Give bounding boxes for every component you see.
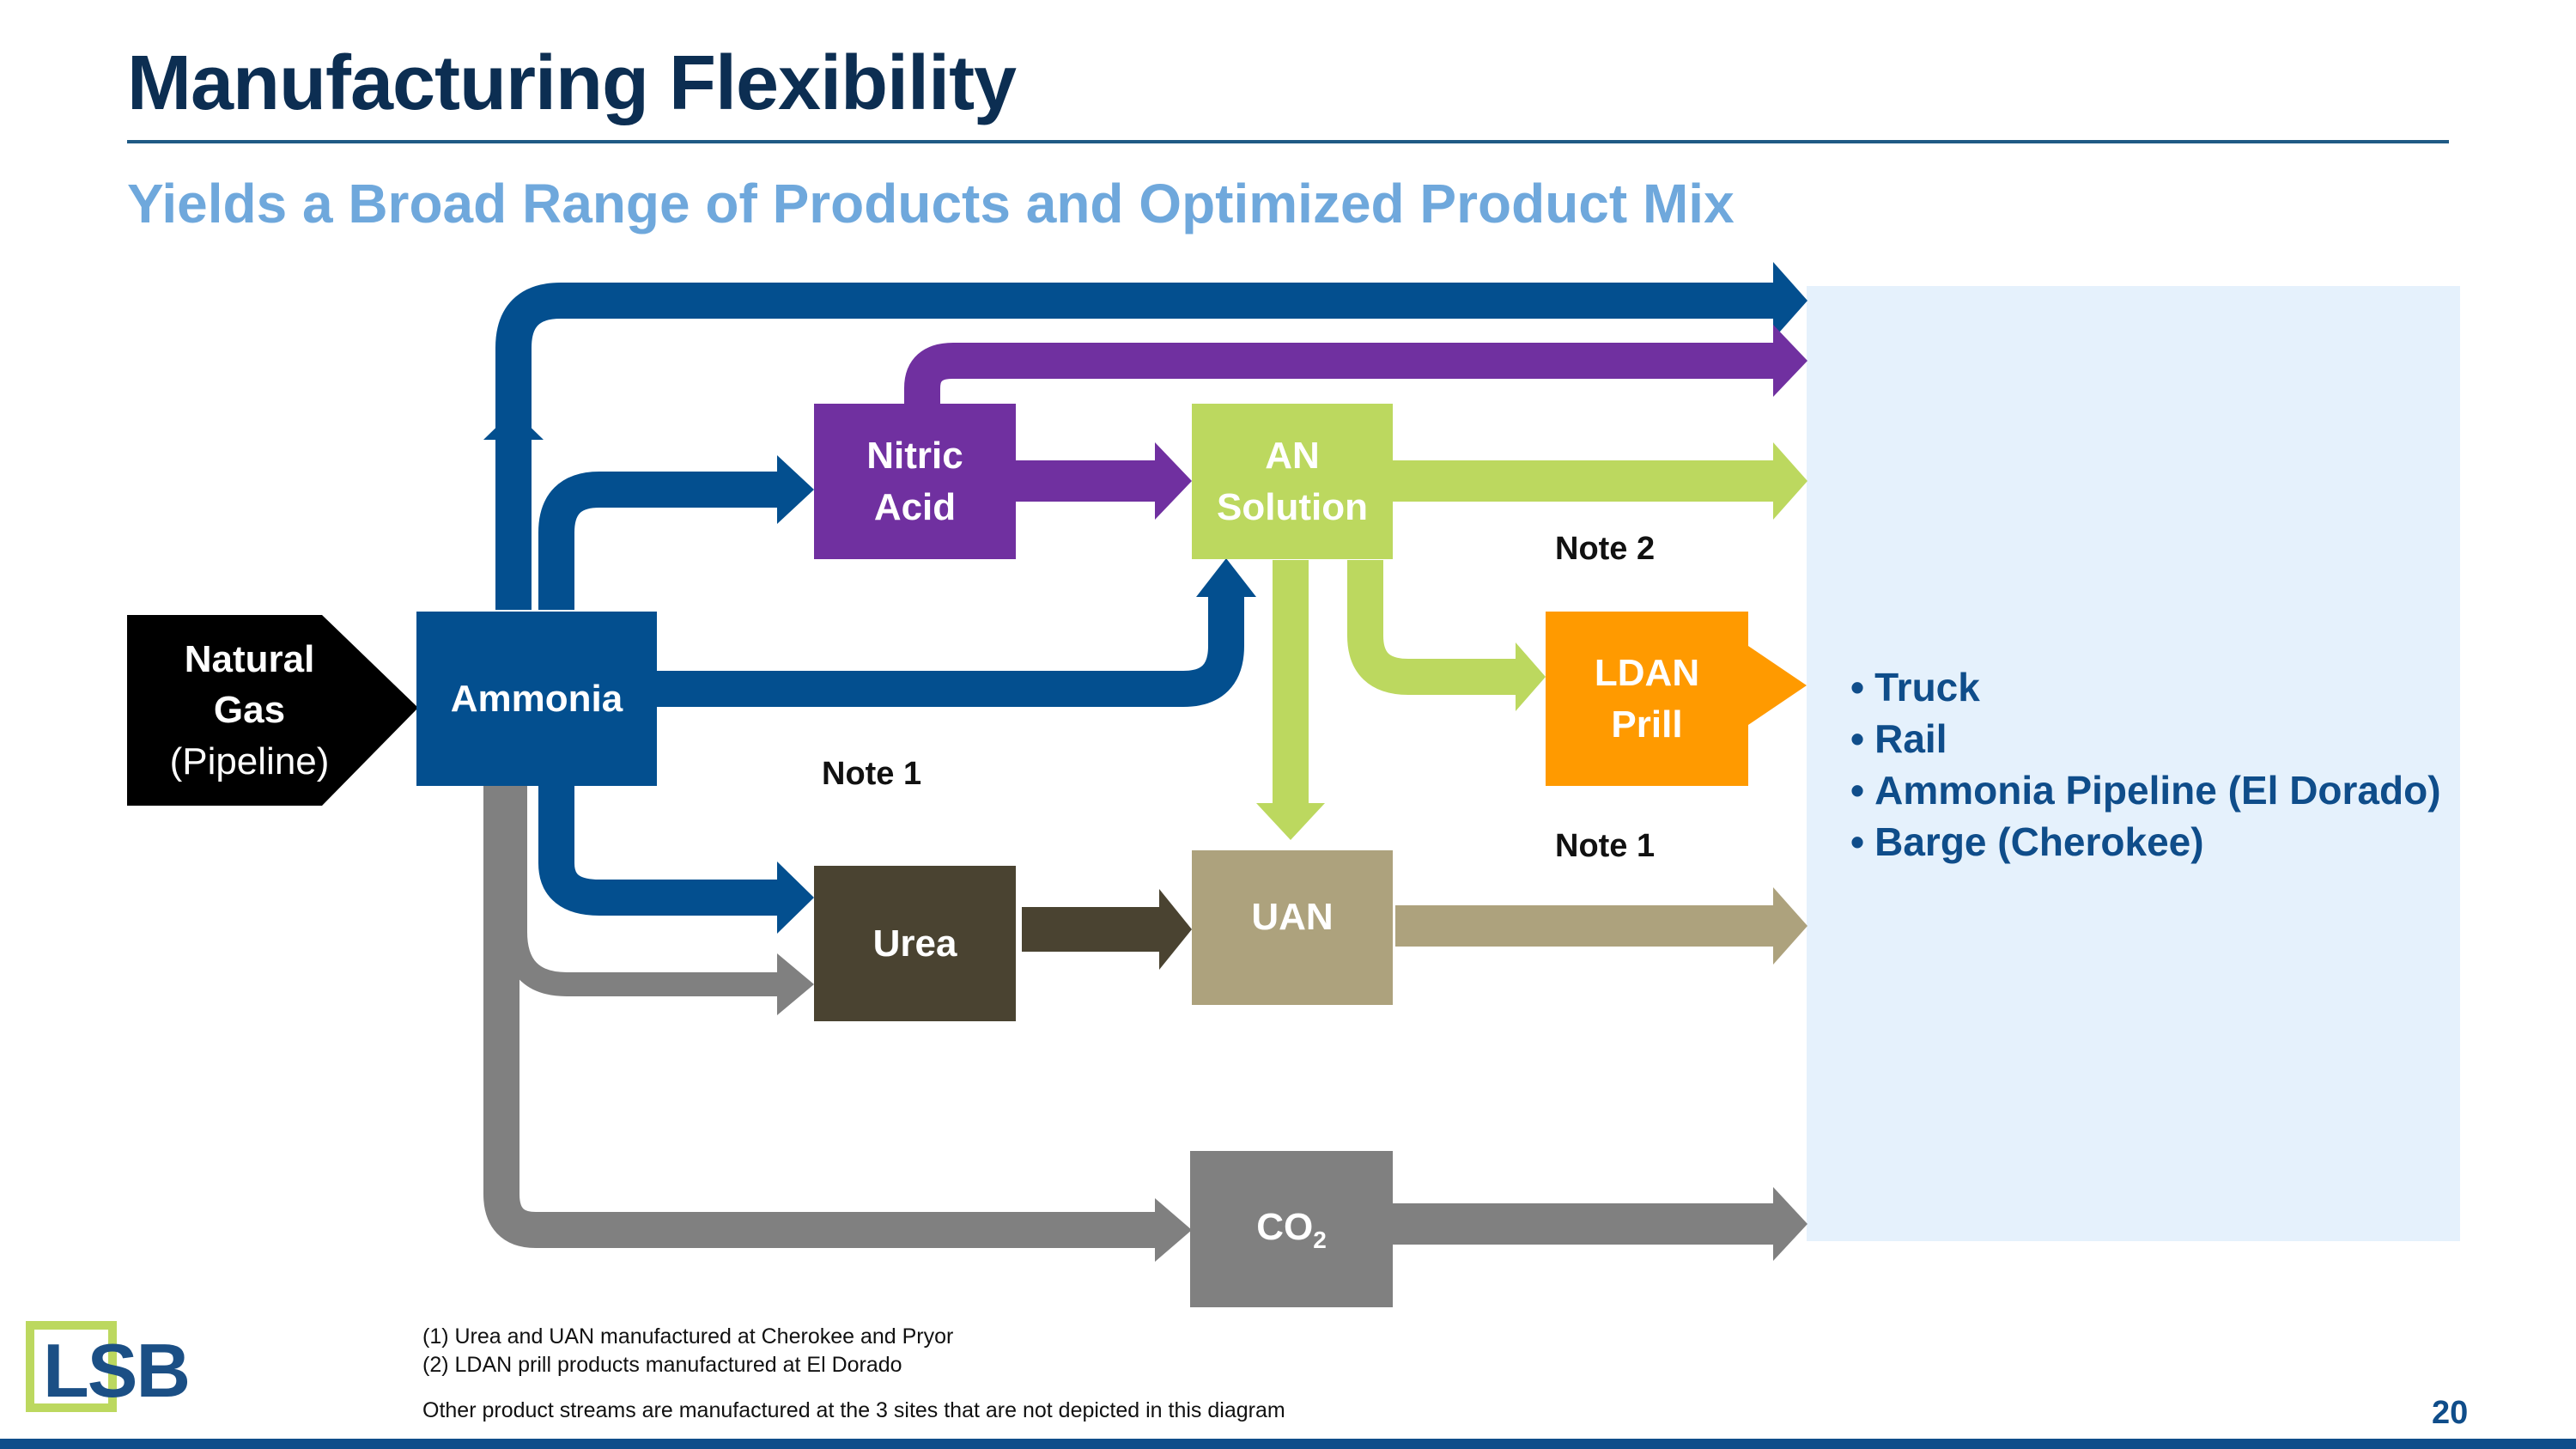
arrowhead-ammonia-up xyxy=(483,411,544,440)
distribution-item-rail: Rail xyxy=(1850,713,2441,764)
title-divider xyxy=(127,140,2449,143)
company-logo: LSB xyxy=(43,1328,191,1413)
natural-gas-shape xyxy=(127,615,418,806)
page-subtitle: Yields a Broad Range of Products and Opt… xyxy=(127,173,1735,234)
arrowhead-ammonia-to-urea xyxy=(777,861,814,934)
node-an-solution: AN Solution xyxy=(1192,404,1393,559)
arrow-ammonia-top-bypass xyxy=(495,283,1773,610)
arrowhead-an-to-ldan xyxy=(1516,642,1546,711)
node-co2: CO2 xyxy=(1190,1151,1393,1307)
arrowhead-ammonia-to-nitric xyxy=(777,455,814,524)
node-uan: UAN xyxy=(1192,850,1393,1005)
node-urea: Urea xyxy=(814,866,1016,1021)
arrow-ammonia-to-nitric xyxy=(538,472,777,610)
nitric-acid-line2: Acid xyxy=(873,485,957,528)
uan-label: UAN xyxy=(1251,896,1334,938)
footnote-2: (2) LDAN prill products manufactured at … xyxy=(422,1353,902,1377)
node-ammonia: Ammonia xyxy=(416,612,657,786)
an-solution-line2: Solution xyxy=(1217,485,1368,528)
natural-gas-line2: Gas xyxy=(213,689,286,732)
arrowhead-an-to-uan xyxy=(1256,803,1325,840)
nitric-acid-line1: Nitric xyxy=(866,435,963,478)
note-1-urea-label: Note 1 xyxy=(822,756,922,792)
ammonia-label: Ammonia xyxy=(450,677,623,720)
arrowhead-ammonia-to-an xyxy=(1196,558,1256,597)
arrow-ammonia-to-urea xyxy=(538,786,777,916)
node-natural-gas: Natural Gas (Pipeline) xyxy=(127,615,372,806)
natural-gas-line3: (Pipeline) xyxy=(169,740,330,782)
ldan-prill-line1: LDAN xyxy=(1594,652,1700,695)
arrow-nitric-bypass xyxy=(904,343,1773,406)
bottom-bar xyxy=(0,1439,2576,1449)
arrow-ammonia-to-co2 xyxy=(483,786,1155,1248)
arrow-an-to-ldan xyxy=(1347,560,1516,695)
note-2-label: Note 2 xyxy=(1555,531,1656,567)
natural-gas-line1: Natural xyxy=(184,637,315,680)
distribution-list: Truck Rail Ammonia Pipeline (El Dorado) … xyxy=(1850,661,2441,868)
logo-frame xyxy=(26,1321,117,1412)
node-nitric-acid: Nitric Acid xyxy=(814,404,1016,559)
ldan-prill-line2: Prill xyxy=(1611,703,1683,746)
arrowhead-urea-to-uan xyxy=(1159,889,1192,970)
arrowhead-nitric-bypass xyxy=(1773,325,1807,397)
arrowhead-ldan-to-out xyxy=(1748,646,1807,725)
arrowhead-ammonia-to-urea-gray xyxy=(777,953,814,1015)
co2-label: CO xyxy=(1256,1206,1314,1249)
page-number: 20 xyxy=(2432,1395,2469,1431)
distribution-item-barge: Barge (Cherokee) xyxy=(1850,816,2441,868)
note-1-uan-label: Note 1 xyxy=(1555,828,1656,864)
arrowhead-nitric-to-an xyxy=(1155,442,1192,520)
footnote-1: (1) Urea and UAN manufactured at Cheroke… xyxy=(422,1324,954,1349)
footnote-other: Other product streams are manufactured a… xyxy=(422,1398,1285,1422)
arrowhead-uan-to-out xyxy=(1773,887,1807,965)
arrowhead-ammonia-top-bypass xyxy=(1773,262,1807,339)
an-solution-line1: AN xyxy=(1265,435,1320,478)
arrowhead-an-to-out xyxy=(1773,442,1807,520)
distribution-item-ammonia-pipeline: Ammonia Pipeline (El Dorado) xyxy=(1850,764,2440,816)
arrow-ammonia-to-an xyxy=(657,597,1244,707)
co2-subscript: 2 xyxy=(1313,1227,1327,1253)
page-title: Manufacturing Flexibility xyxy=(127,40,1017,126)
ammonia-up-stem xyxy=(498,438,529,610)
arrowhead-ammonia-to-co2 xyxy=(1155,1198,1192,1262)
node-ldan-prill: LDAN Prill xyxy=(1546,612,1748,786)
urea-label: Urea xyxy=(872,922,957,965)
distribution-item-truck: Truck xyxy=(1850,661,2441,713)
arrowhead-co2-to-out xyxy=(1773,1187,1807,1261)
